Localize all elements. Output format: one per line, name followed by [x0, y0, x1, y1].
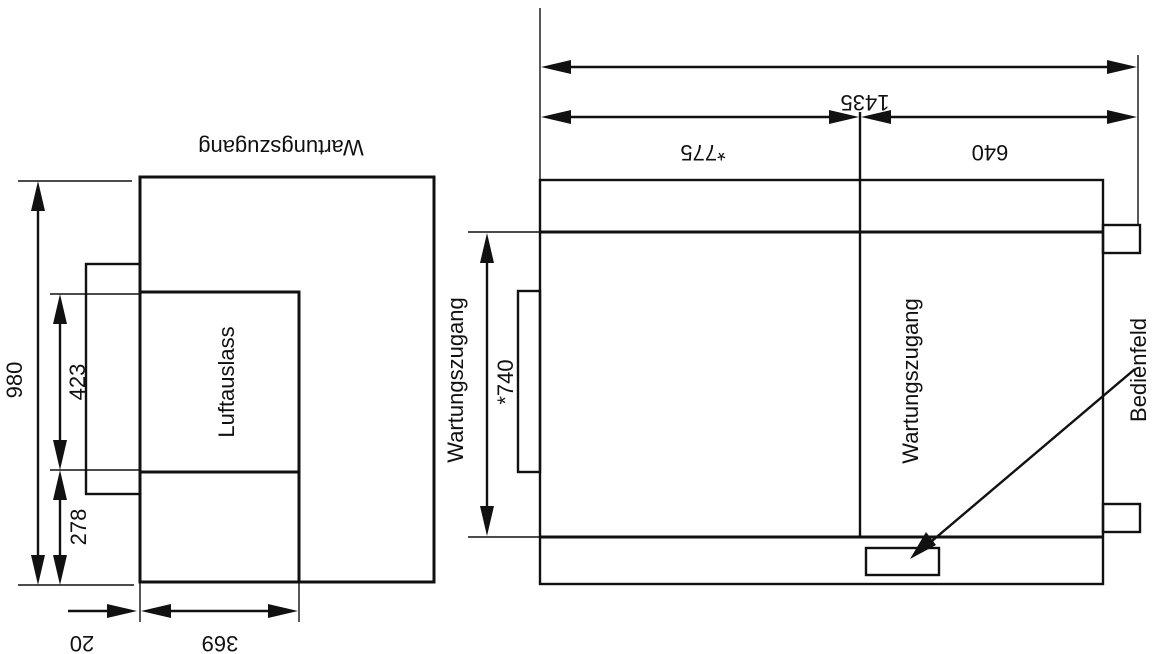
- arrow-369-right: [268, 604, 298, 618]
- dim-label-775: *775: [680, 140, 725, 165]
- control-panel-box: [864, 546, 941, 577]
- arrow-1435-left: [541, 60, 571, 74]
- label-maintenance-access-center: Wartungszugang: [898, 298, 923, 464]
- dim-label-640: 640: [972, 140, 1009, 165]
- panel-leader-arrowhead: [910, 532, 936, 559]
- right-view: 1435 *775 640 *740 Wartungszugang Wartun…: [443, 8, 1151, 586]
- left-view: Wartungszugang Luftauslass 980 423 278 3…: [2, 135, 436, 654]
- arrow-775-left: [541, 110, 571, 124]
- arrow-423-bottom: [53, 440, 67, 470]
- arrow-740-top: [480, 233, 494, 263]
- dim-label-20: 20: [70, 631, 94, 654]
- arrow-278-bottom: [53, 555, 67, 585]
- dim-label-369: 369: [202, 631, 239, 654]
- arrow-980-bottom: [31, 555, 45, 585]
- arrow-20-right: [107, 604, 137, 618]
- arrow-1435-right: [1107, 60, 1137, 74]
- dim-label-740: *740: [493, 359, 518, 404]
- dim-label-278: 278: [66, 509, 91, 546]
- side-access-panel: [516, 289, 542, 474]
- arrow-423-top: [53, 294, 67, 324]
- unit-outline-right: [538, 178, 1105, 586]
- arrow-980-top: [31, 181, 45, 211]
- dim-label-980: 980: [2, 362, 27, 399]
- label-maintenance-access-left: Wartungszugang: [443, 297, 468, 463]
- connection-stub-bottom: [1101, 502, 1142, 534]
- arrow-740-bottom: [480, 506, 494, 536]
- dim-label-1435: 1435: [841, 90, 890, 115]
- arrow-369-left: [141, 604, 171, 618]
- connection-stub-top: [1101, 223, 1142, 255]
- label-maintenance-access-top: Wartungszugang: [198, 135, 364, 160]
- unit-outline-left: [138, 175, 436, 584]
- label-control-panel: Bedienfeld: [1126, 318, 1151, 422]
- dim-label-423: 423: [65, 364, 90, 401]
- arrow-775-right: [829, 110, 859, 124]
- arrow-640-right: [1107, 110, 1137, 124]
- label-air-outlet: Luftauslass: [214, 326, 239, 437]
- lower-box: [140, 470, 301, 582]
- arrow-640-left: [861, 110, 891, 124]
- side-panel: [84, 262, 142, 496]
- arrow-278-top: [53, 470, 67, 500]
- panel-leader-line: [925, 368, 1136, 547]
